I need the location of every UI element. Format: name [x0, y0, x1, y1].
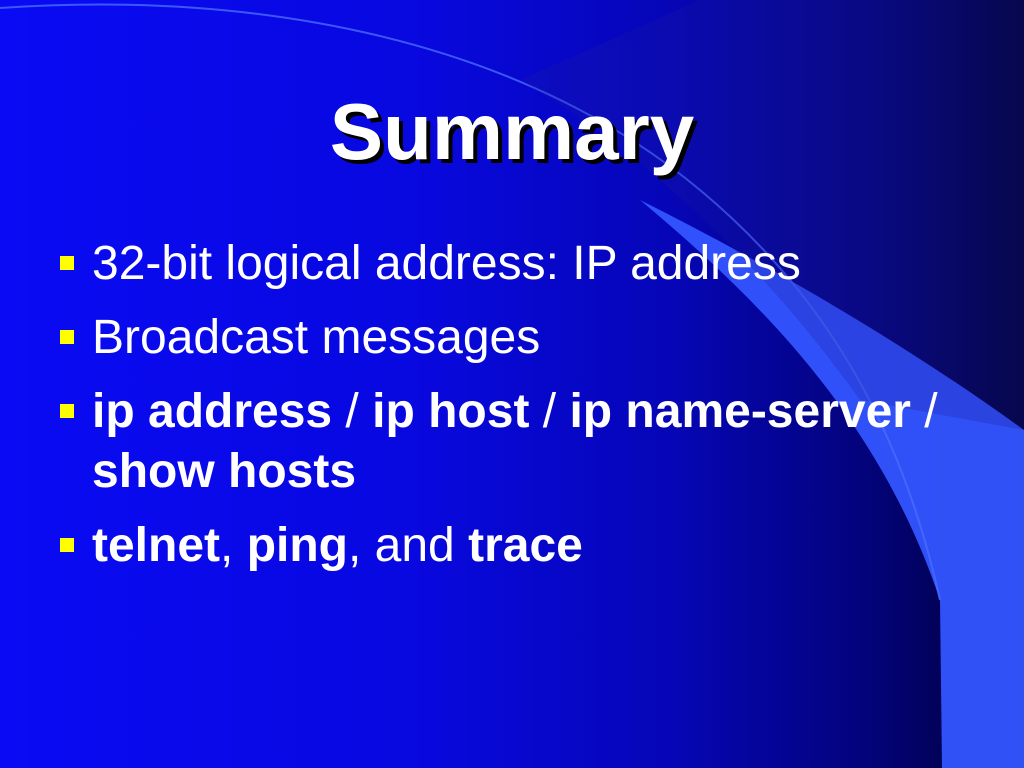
- separator: /: [529, 385, 570, 438]
- swoosh-band: [640, 200, 1024, 768]
- square-bullet-icon: [60, 330, 74, 344]
- separator: , and: [347, 519, 469, 572]
- swoosh-arc: [0, 3, 941, 601]
- bullet-item: 32-bit logical address: IP address: [58, 234, 958, 294]
- separator: /: [910, 385, 938, 438]
- square-bullet-icon: [60, 404, 74, 418]
- bullet-item: telnet, ping, and trace: [58, 516, 958, 576]
- command-show-hosts: show hosts: [92, 445, 357, 498]
- square-bullet-icon: [60, 538, 74, 552]
- bullet-text: Broadcast messages: [92, 311, 541, 364]
- command-ping: ping: [246, 519, 348, 572]
- square-bullet-icon: [60, 256, 74, 270]
- separator: /: [332, 385, 373, 438]
- command-trace: trace: [468, 519, 583, 572]
- slide-title: Summary: [329, 87, 695, 176]
- command-ip-host: ip host: [372, 385, 530, 438]
- command-ip-name-server: ip name-server: [569, 385, 911, 438]
- bullet-list: 32-bit logical address: IP address Broad…: [58, 234, 958, 590]
- command-telnet: telnet: [92, 519, 221, 572]
- bullet-item: ip address / ip host / ip name-server / …: [58, 382, 958, 502]
- bullet-text: 32-bit logical address: IP address: [92, 237, 801, 290]
- swoosh-sheen: [520, 0, 1024, 430]
- bullet-item: Broadcast messages: [58, 308, 958, 368]
- command-ip-address: ip address: [92, 385, 333, 438]
- separator: ,: [220, 519, 247, 572]
